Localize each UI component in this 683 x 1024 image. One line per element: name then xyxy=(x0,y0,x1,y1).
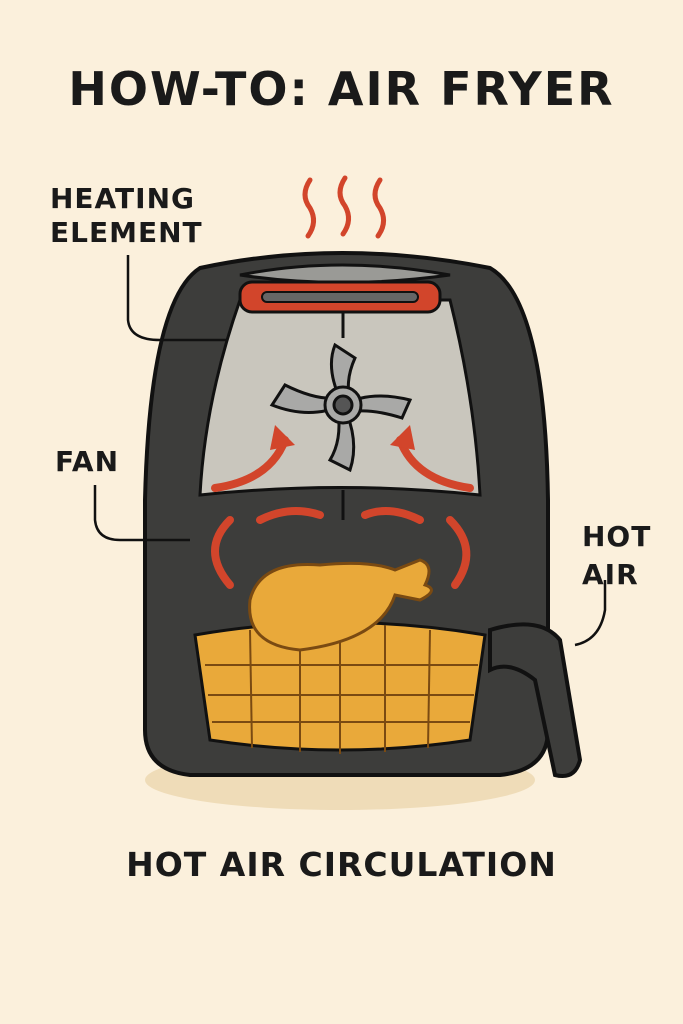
label-line: ELEMENT xyxy=(50,216,203,249)
label-line: HOT xyxy=(582,520,652,553)
fan-label: FAN xyxy=(55,445,120,478)
chicken-drumstick xyxy=(248,558,433,652)
page-title: HOW-TO: AIR FRYER xyxy=(68,62,615,116)
fan-icon xyxy=(269,342,413,473)
caption: HOT AIR CIRCULATION xyxy=(126,845,557,884)
steam-icon xyxy=(302,175,386,239)
label-line: HEATING xyxy=(50,182,195,215)
label-line: AIR xyxy=(582,558,639,591)
handle xyxy=(488,622,583,778)
leader-lines xyxy=(93,255,607,647)
hot-air-label: HOT AIR xyxy=(582,518,651,594)
